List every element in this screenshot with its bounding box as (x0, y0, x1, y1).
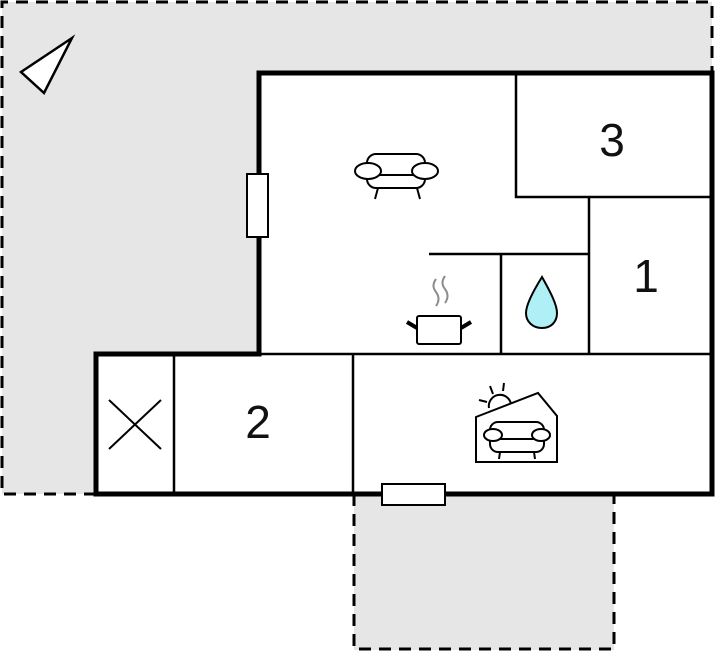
cooking-pot-icon (405, 275, 473, 345)
door-south (381, 483, 446, 506)
exterior-walls (93, 70, 715, 497)
interior-walls (172, 73, 712, 494)
cross-icon (108, 399, 162, 450)
terrace-bottom (352, 494, 616, 651)
sofa-icon (354, 153, 439, 200)
room-label-3: 3 (599, 114, 625, 166)
terrace-top-left (0, 0, 714, 496)
room-label-2: 2 (245, 396, 271, 448)
water-drop-icon (524, 275, 559, 330)
door-west (246, 173, 269, 238)
conservatory-sofa-sun-icon (475, 382, 558, 463)
compass-north-arrow-icon (18, 34, 76, 96)
room-label-1: 1 (633, 250, 659, 302)
